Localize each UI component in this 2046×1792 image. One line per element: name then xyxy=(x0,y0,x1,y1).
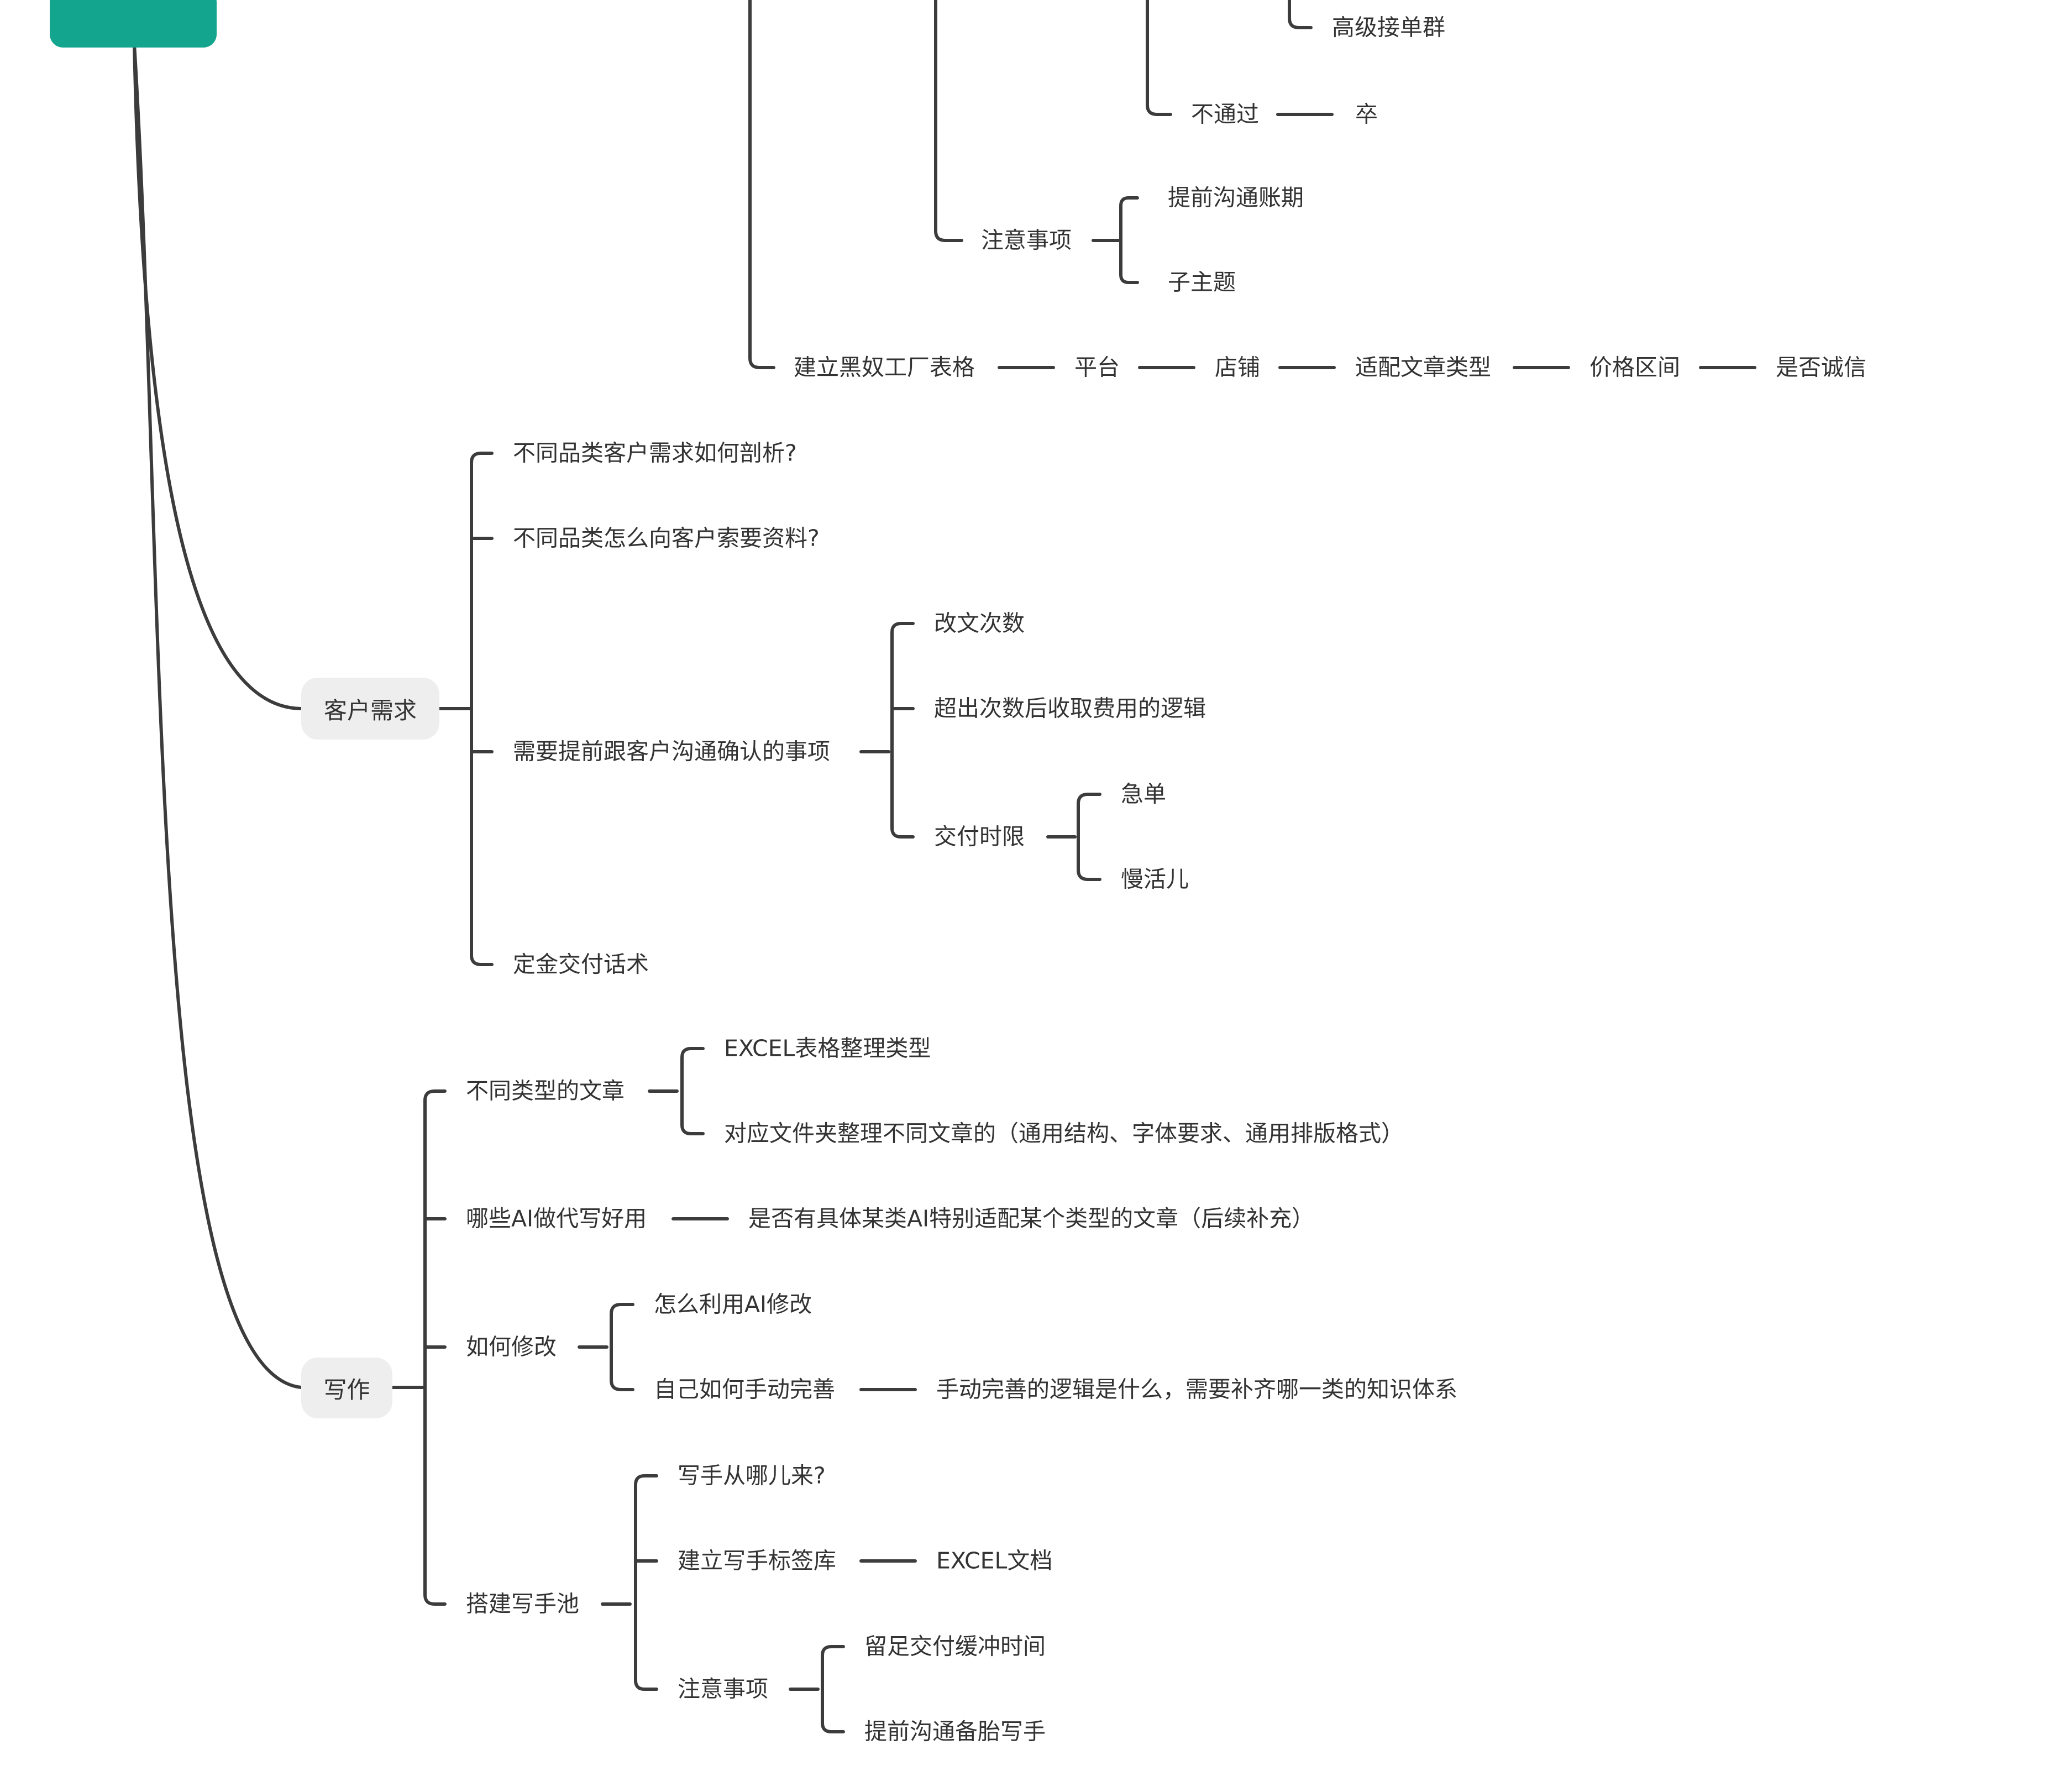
root-to-writing-line xyxy=(133,43,303,1389)
deadline-item[interactable]: 急单 xyxy=(1121,780,1166,808)
customer-needs-node[interactable]: 客户需求 xyxy=(301,678,439,740)
revise-bracket-line xyxy=(610,1303,634,1391)
tag-doc-node[interactable]: EXCEL文档 xyxy=(936,1547,1053,1574)
second-level-vertical-line xyxy=(934,0,963,242)
which-ai-detail-node[interactable]: 是否有具体某类AI特别适配某个类型的文章（后续补充） xyxy=(748,1205,1315,1232)
customer-needs-item[interactable]: 定金交付话术 xyxy=(513,951,649,978)
factory-table-node[interactable]: 建立黑奴工厂表格 xyxy=(794,354,975,381)
factory-article-type-node[interactable]: 适配文章类型 xyxy=(1355,354,1491,381)
customer-needs-item[interactable]: 不同品类怎么向客户索要资料? xyxy=(513,525,820,552)
confirm-item[interactable]: 交付时限 xyxy=(934,823,1025,850)
writer-pool-item[interactable]: 建立写手标签库 xyxy=(678,1547,836,1574)
confirm-bracket-line xyxy=(890,622,915,839)
third-level-vertical-line xyxy=(1146,0,1172,116)
deadline-bracket-line xyxy=(1077,793,1101,881)
article-types-node[interactable]: 不同类型的文章 xyxy=(466,1077,625,1104)
root-to-customer-needs-line xyxy=(133,43,303,710)
pass-group-vertical-line xyxy=(1288,0,1313,29)
notes-item-node[interactable]: 子主题 xyxy=(1168,269,1236,296)
which-ai-node[interactable]: 哪些AI做代写好用 xyxy=(466,1205,647,1232)
writer-pool-node[interactable]: 搭建写手池 xyxy=(466,1590,579,1617)
deadline-item[interactable]: 慢活儿 xyxy=(1121,866,1189,893)
revise-item[interactable]: 怎么利用AI修改 xyxy=(654,1291,812,1318)
revise-item[interactable]: 自己如何手动完善 xyxy=(654,1376,835,1403)
pool-notes-item[interactable]: 留足交付缓冲时间 xyxy=(864,1633,1046,1660)
writer-pool-item[interactable]: 写手从哪儿来? xyxy=(678,1462,826,1489)
customer-needs-item[interactable]: 不同品类客户需求如何剖析? xyxy=(513,439,797,467)
customer-needs-bracket-line xyxy=(470,452,494,966)
article-types-bracket-line xyxy=(680,1047,705,1135)
factory-integrity-node[interactable]: 是否诚信 xyxy=(1776,354,1866,381)
writing-node[interactable]: 写作 xyxy=(301,1358,392,1418)
factory-price-range-node[interactable]: 价格区间 xyxy=(1589,354,1680,381)
pass-item-node[interactable]: 高级接单群 xyxy=(1332,14,1445,41)
manual-detail-node[interactable]: 手动完善的逻辑是什么，需要补齐哪一类的知识体系 xyxy=(936,1376,1457,1403)
top-branch-vertical-line xyxy=(748,0,775,369)
notes-item-node[interactable]: 提前沟通账期 xyxy=(1168,184,1304,211)
fail-result-node[interactable]: 卒 xyxy=(1355,101,1378,128)
customer-needs-item[interactable]: 需要提前跟客户沟通确认的事项 xyxy=(513,738,830,765)
root-node[interactable]: AI代写 xyxy=(50,0,217,48)
revise-node[interactable]: 如何修改 xyxy=(466,1333,557,1360)
notes-label-node[interactable]: 注意事项 xyxy=(981,227,1072,254)
factory-shop-node[interactable]: 店铺 xyxy=(1215,354,1260,381)
notes-bracket-line xyxy=(1119,196,1139,284)
article-type-item[interactable]: EXCEL表格整理类型 xyxy=(724,1035,931,1062)
article-type-item[interactable]: 对应文件夹整理不同文章的（通用结构、字体要求、通用排版格式） xyxy=(724,1120,1404,1147)
writer-pool-item[interactable]: 注意事项 xyxy=(678,1675,768,1702)
pool-notes-item[interactable]: 提前沟通备胎写手 xyxy=(864,1718,1046,1745)
confirm-item[interactable]: 改文次数 xyxy=(934,610,1025,637)
pool-notes-bracket-line xyxy=(821,1645,845,1733)
fail-label-node[interactable]: 不通过 xyxy=(1191,101,1259,128)
factory-platform-node[interactable]: 平台 xyxy=(1074,354,1120,381)
writer-pool-bracket-line xyxy=(634,1474,658,1691)
confirm-item[interactable]: 超出次数后收取费用的逻辑 xyxy=(934,695,1206,722)
